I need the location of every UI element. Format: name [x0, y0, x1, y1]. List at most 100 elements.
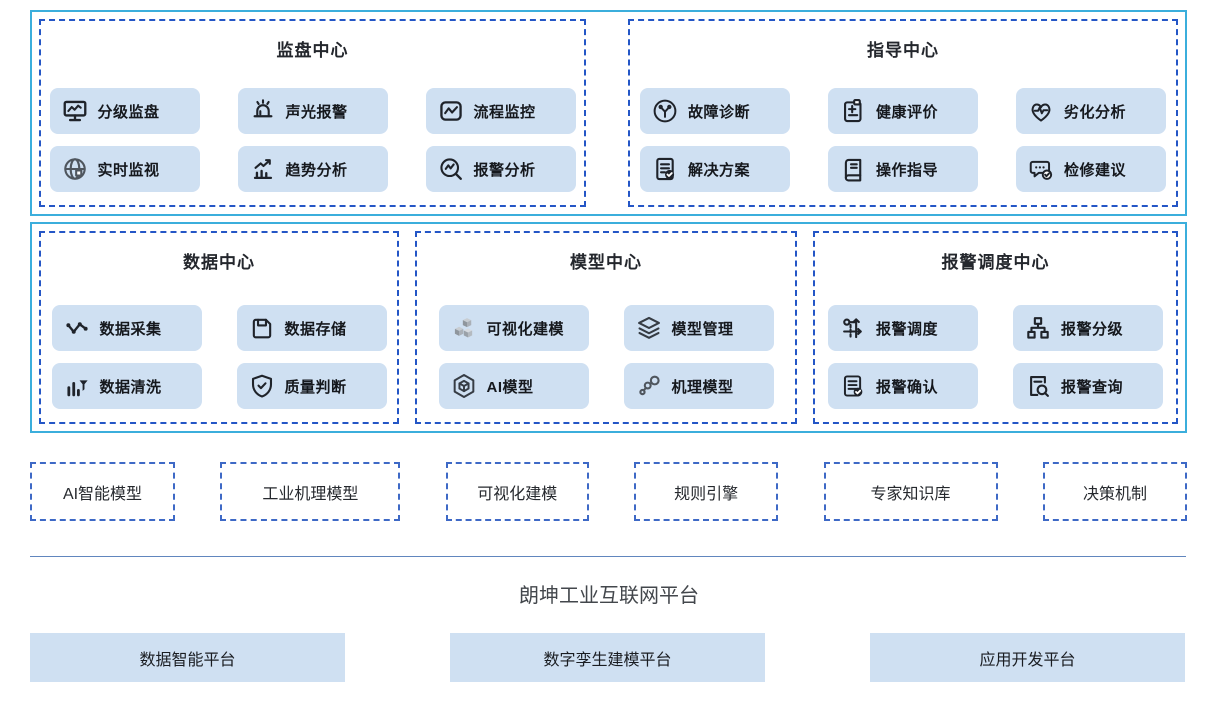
section-monitoring-center: 监盘中心 分级监盘 [39, 19, 586, 207]
section-items: 数据采集 数据存储 [41, 273, 397, 422]
feature-maintenance-suggestion[interactable]: 检修建议 [1016, 146, 1166, 192]
cubes-icon [450, 314, 478, 342]
capability-ai-intelligent-model[interactable]: AI智能模型 [30, 462, 175, 521]
top-row-container: 监盘中心 分级监盘 [30, 10, 1187, 216]
capability-expert-knowledge-base[interactable]: 专家知识库 [823, 462, 998, 521]
feature-alarm-dispatch[interactable]: 报警调度 [828, 305, 978, 351]
capability-visual-modeling[interactable]: 可视化建模 [445, 462, 589, 521]
middle-row-container: 数据中心 数据采集 [30, 222, 1187, 433]
section-title: 指导中心 [867, 41, 939, 60]
feature-model-management[interactable]: 模型管理 [623, 305, 774, 351]
platform-row: 数据智能平台 数字孪生建模平台 应用开发平台 [30, 633, 1185, 682]
feature-label: 声光报警 [285, 103, 348, 121]
feature-graded-monitoring[interactable]: 分级监盘 [49, 88, 200, 134]
shield-check-icon [248, 372, 276, 400]
route-switch-icon [839, 314, 867, 342]
feature-solution[interactable]: 解决方案 [640, 146, 790, 192]
feature-data-cleaning[interactable]: 数据清洗 [51, 363, 202, 409]
feature-label: 数据清洗 [99, 378, 162, 396]
section-data-center: 数据中心 数据采集 [39, 231, 399, 424]
feature-label: 检修建议 [1064, 161, 1127, 179]
feature-quality-judgment[interactable]: 质量判断 [236, 363, 387, 409]
section-title: 监盘中心 [276, 41, 349, 60]
floppy-disk-icon [248, 314, 276, 342]
feature-trend-analysis[interactable]: 趋势分析 [237, 146, 388, 192]
feature-label: 报警查询 [1061, 378, 1124, 396]
layers-icon [635, 314, 663, 342]
feature-mechanism-model[interactable]: 机理模型 [623, 363, 774, 409]
section-title: 模型中心 [570, 253, 642, 272]
feature-data-collection[interactable]: 数据采集 [51, 305, 202, 351]
manual-book-icon [839, 155, 867, 183]
section-items: 分级监盘 声光报警 [41, 61, 584, 205]
platform-title: 朗坤工业互联网平台 [519, 585, 699, 607]
siren-icon [249, 97, 277, 125]
globe-icon [61, 155, 89, 183]
feature-label: 解决方案 [688, 161, 751, 179]
feature-alarm-query[interactable]: 报警查询 [1013, 363, 1163, 409]
feature-label: 健康评价 [876, 103, 939, 121]
feature-alarm-confirmation[interactable]: 报警确认 [828, 363, 978, 409]
feature-realtime-monitoring[interactable]: 实时监视 [49, 146, 200, 192]
feature-process-monitoring[interactable]: 流程监控 [425, 88, 576, 134]
feature-label: 流程监控 [473, 103, 536, 121]
feature-label: 质量判断 [284, 378, 347, 396]
feature-label: 可视化建模 [486, 320, 565, 338]
section-title: 报警调度中心 [941, 253, 1050, 272]
feature-label: AI模型 [486, 378, 534, 396]
feature-sound-light-alarm[interactable]: 声光报警 [237, 88, 388, 134]
feature-label: 分级监盘 [97, 103, 160, 121]
capability-rule-engine[interactable]: 规则引擎 [634, 462, 779, 521]
section-items: 报警调度 报警分级 [815, 273, 1176, 422]
heart-pulse-icon [1027, 97, 1055, 125]
feature-degradation-analysis[interactable]: 劣化分析 [1016, 88, 1166, 134]
pulse-nodes-icon [63, 314, 91, 342]
magnifier-pulse-icon [437, 155, 465, 183]
feature-fault-diagnosis[interactable]: 故障诊断 [640, 88, 790, 134]
hierarchy-icon [1024, 314, 1052, 342]
feature-label: 实时监视 [97, 161, 160, 179]
feature-operation-guidance[interactable]: 操作指导 [828, 146, 978, 192]
platform-application-development[interactable]: 应用开发平台 [870, 633, 1185, 682]
feature-alarm-grading[interactable]: 报警分级 [1013, 305, 1163, 351]
feature-data-storage[interactable]: 数据存储 [236, 305, 387, 351]
section-items: 可视化建模 模型管理 [417, 273, 795, 422]
molecule-icon [635, 372, 663, 400]
feature-label: 数据采集 [99, 320, 162, 338]
feature-alarm-analysis[interactable]: 报警分析 [425, 146, 576, 192]
doc-search-icon [1024, 372, 1052, 400]
feature-label: 报警分级 [1061, 320, 1124, 338]
capability-row: AI智能模型 工业机理模型 可视化建模 规则引擎 专家知识库 决策机制 [30, 462, 1187, 521]
section-items: 故障诊断 健康评价 [630, 61, 1176, 205]
capability-decision-mechanism[interactable]: 决策机制 [1042, 462, 1187, 521]
platform-data-intelligence[interactable]: 数据智能平台 [30, 633, 345, 682]
feature-label: 操作指导 [876, 161, 939, 179]
monitor-chart-icon [61, 97, 89, 125]
feature-health-evaluation[interactable]: 健康评价 [828, 88, 978, 134]
section-title: 数据中心 [183, 253, 255, 272]
list-check-icon [839, 372, 867, 400]
feature-label: 模型管理 [671, 320, 734, 338]
feature-label: 劣化分析 [1064, 103, 1127, 121]
doc-check-icon [651, 155, 679, 183]
feature-label: 报警分析 [473, 161, 536, 179]
capability-industrial-mechanism-model[interactable]: 工业机理模型 [220, 462, 401, 521]
separator-line [30, 556, 1186, 557]
section-guidance-center: 指导中心 故障诊断 [628, 19, 1178, 207]
platform-digital-twin-modeling[interactable]: 数字孪生建模平台 [450, 633, 765, 682]
fault-tree-icon [651, 97, 679, 125]
feature-label: 趋势分析 [285, 161, 348, 179]
feature-ai-model[interactable]: AI模型 [438, 363, 589, 409]
feature-label: 报警确认 [876, 378, 939, 396]
chat-check-icon [1027, 155, 1055, 183]
flow-monitor-icon [437, 97, 465, 125]
feature-label: 数据存储 [284, 320, 347, 338]
feature-label: 故障诊断 [688, 103, 751, 121]
feature-label: 报警调度 [876, 320, 939, 338]
feature-visual-modeling[interactable]: 可视化建模 [438, 305, 589, 351]
section-alarm-dispatch-center: 报警调度中心 报警调度 [813, 231, 1178, 424]
cube-hexagon-icon [450, 372, 478, 400]
bars-funnel-icon [63, 372, 91, 400]
section-model-center: 模型中心 [415, 231, 797, 424]
